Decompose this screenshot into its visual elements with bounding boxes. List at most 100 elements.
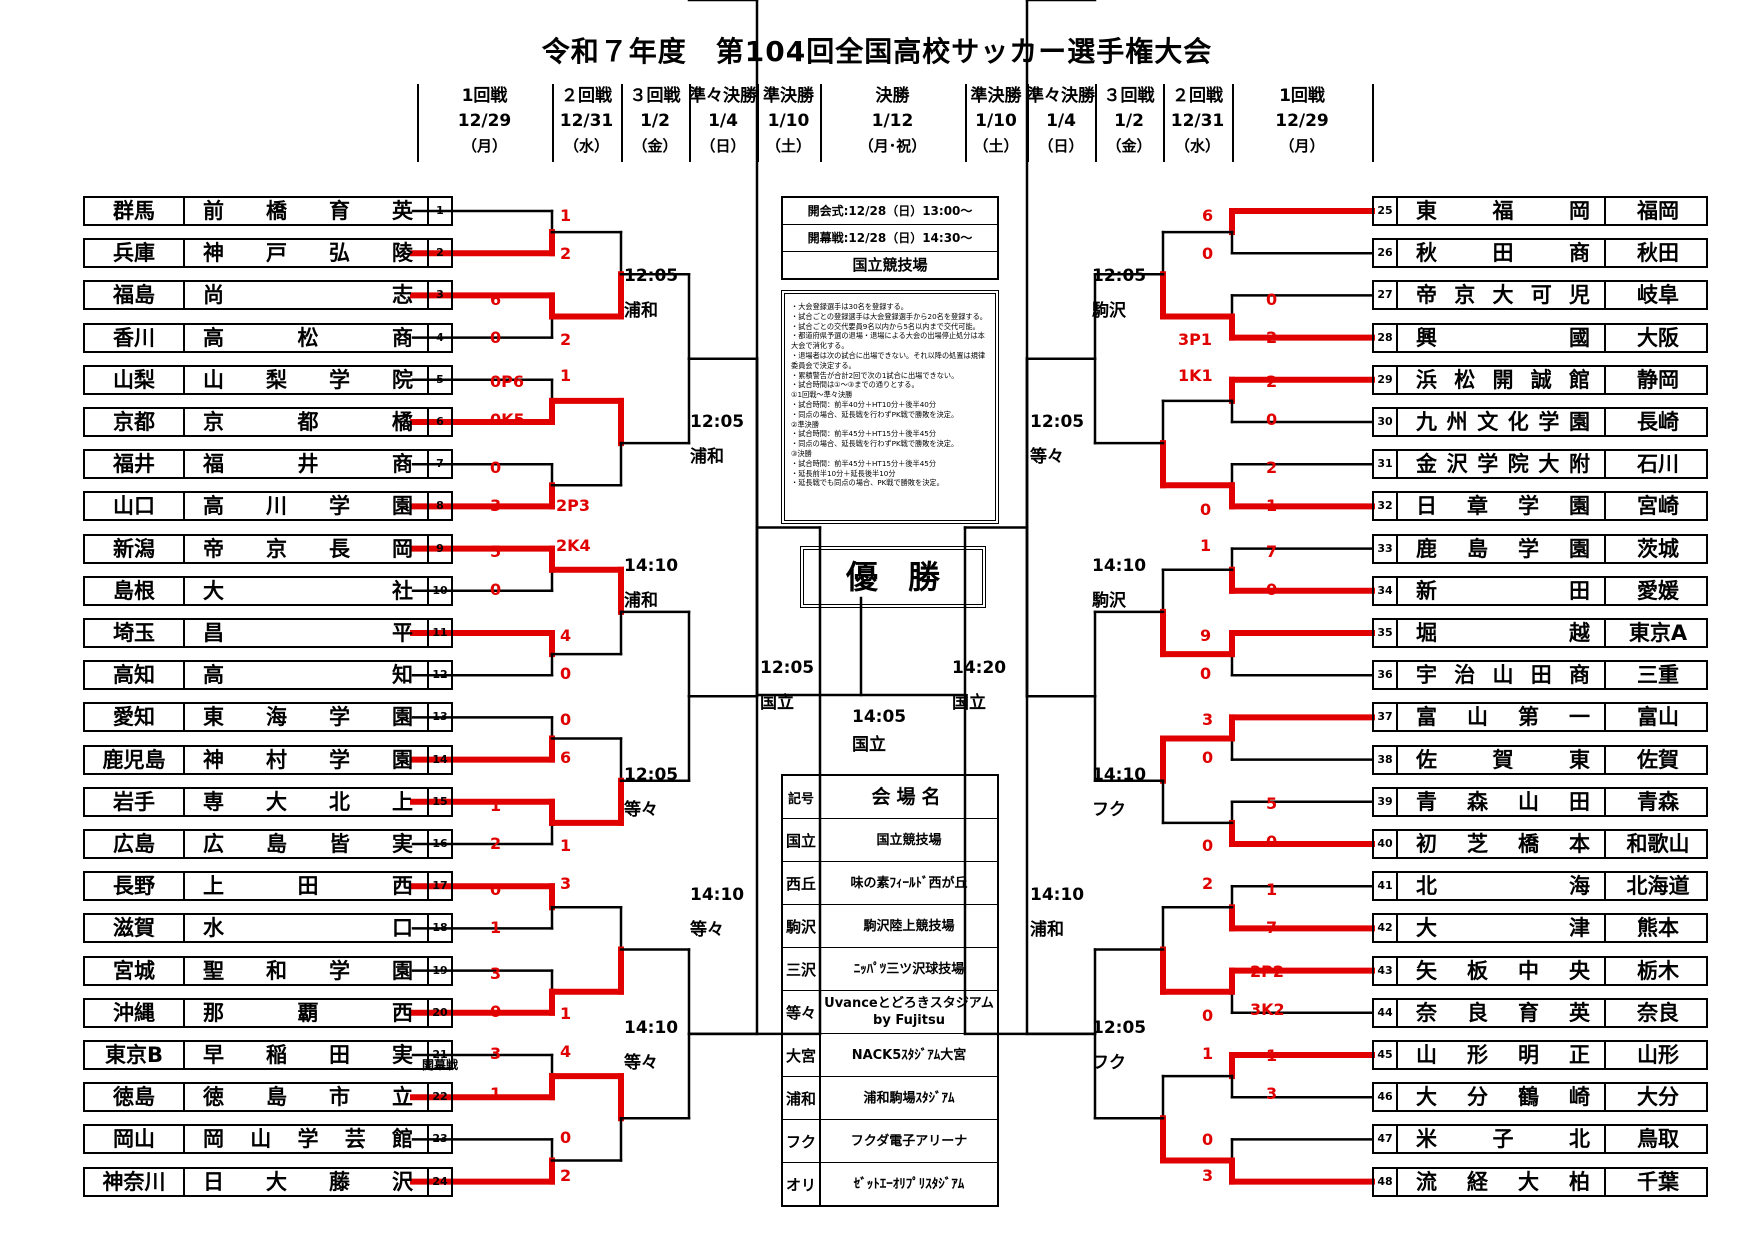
team-number: 48: [1374, 1168, 1398, 1195]
school-char: 形: [1467, 1043, 1488, 1067]
school-char: 米: [1416, 1127, 1437, 1152]
round-date: 12/31: [1170, 111, 1225, 131]
venue-header-row: 記号会場名: [783, 776, 997, 819]
header-divider: [689, 84, 691, 162]
team-school: 鹿島学園: [1398, 536, 1604, 562]
match-label: 浦和: [1030, 920, 1064, 940]
venue-row: 西丘味の素ﾌｨｰﾙﾄﾞ西が丘: [783, 862, 997, 905]
match-score: 0: [1202, 1130, 1214, 1149]
school-char: 央: [1569, 958, 1590, 983]
school-char: 奈: [1416, 1000, 1437, 1025]
team-school: 流経大柏: [1398, 1169, 1604, 1195]
school-char: 浜: [1416, 367, 1437, 392]
school-char: 芸: [344, 1127, 366, 1152]
match-label: 浦和: [624, 591, 658, 611]
team-school-name: 米子北: [1398, 1126, 1604, 1152]
school-char: 志: [392, 283, 413, 308]
team-prefecture: 京都: [85, 409, 185, 435]
school-char: 賀: [1492, 747, 1514, 772]
match-score: 2P3: [556, 496, 590, 515]
match-label: 12:05: [624, 266, 679, 286]
round-date: 1/2: [1114, 111, 1144, 131]
school-char: 橋: [266, 199, 287, 223]
school-char: 柏: [1569, 1169, 1590, 1194]
rules-box: ・大会登録選手は30名を登録する。・試合ごとの登録選手は大会登録選手から20名を…: [781, 290, 999, 524]
team-prefecture: 和歌山: [1604, 831, 1710, 857]
venue-row: オリｾﾞｯﾄｴｰｵﾘﾌﾟﾘｽﾀｼﾞｱﾑ: [783, 1163, 997, 1205]
school-char: 尚: [203, 283, 224, 308]
school-char: 鹿: [1416, 536, 1437, 561]
school-char: 正: [1569, 1043, 1590, 1067]
match-score: 2K4: [556, 536, 591, 555]
school-char: 島: [266, 1085, 287, 1110]
school-char: 学: [1518, 494, 1539, 519]
header-divider: [417, 84, 419, 162]
match-label: 14:10: [1092, 765, 1147, 785]
team-school-name: 高知: [185, 662, 427, 688]
header-divider: [552, 84, 554, 162]
match-label: 国立: [852, 735, 886, 755]
team-number: 25: [1374, 198, 1398, 224]
match-label: 12:05: [760, 658, 815, 678]
team-school-name: 帝京大可児: [1398, 282, 1604, 308]
school-char: 学: [1538, 410, 1560, 434]
team-school-name: 大社: [185, 578, 427, 604]
rule-line: ①1回戦～準々決勝: [791, 390, 853, 400]
school-char: 長: [329, 536, 350, 561]
team-school-name: 青森山田: [1398, 789, 1604, 815]
round-date: 1/2: [640, 111, 670, 131]
venue-code: 等々: [783, 991, 821, 1033]
school-char: 岡: [1569, 199, 1590, 223]
school-char: 板: [1467, 958, 1488, 983]
round-name: ２回戦: [561, 86, 612, 106]
school-char: 治: [1454, 663, 1476, 688]
school-char: 東: [1416, 199, 1437, 223]
team-school: 東海学園: [185, 704, 427, 730]
school-char: 陵: [392, 241, 413, 266]
match-label: フク: [1092, 1053, 1126, 1073]
school-char: 実: [392, 832, 413, 856]
team-school: 青森山田: [1398, 789, 1604, 815]
round-name: 準々決勝: [689, 86, 757, 106]
team-school: 日章学園: [1398, 493, 1604, 519]
team-prefecture: 福井: [85, 451, 185, 478]
school-char: 東: [1569, 747, 1590, 772]
venue-name: ｾﾞｯﾄｴｰｵﾘﾌﾟﾘｽﾀｼﾞｱﾑ: [853, 1176, 965, 1192]
school-char: 実: [392, 1043, 413, 1067]
match-score: 0K5: [490, 410, 525, 429]
match-label: 14:10: [624, 1018, 679, 1038]
round-date: 1/10: [975, 111, 1017, 131]
school-char: 山: [250, 1127, 272, 1152]
match-score: 1: [490, 1084, 502, 1103]
venue-code: フク: [783, 1120, 821, 1162]
school-char: 昌: [203, 621, 224, 645]
match-score: 0: [560, 664, 572, 683]
school-char: 学: [329, 958, 350, 983]
school-char: 大: [1492, 283, 1514, 308]
school-char: 開: [1492, 367, 1514, 392]
header-divider: [1232, 84, 1234, 162]
round-day: （水）: [563, 137, 609, 155]
match-score: 7: [1266, 918, 1278, 937]
match-label: 国立: [952, 693, 986, 713]
team-prefecture: 福岡: [1604, 198, 1710, 224]
team-prefecture: 宮城: [85, 957, 185, 984]
team-number: 6: [427, 409, 451, 435]
opening-match-time: 開幕戦:12/28（日）14:30～: [783, 225, 997, 252]
team-number: 4: [427, 324, 451, 351]
round-day: （月）: [461, 137, 507, 155]
